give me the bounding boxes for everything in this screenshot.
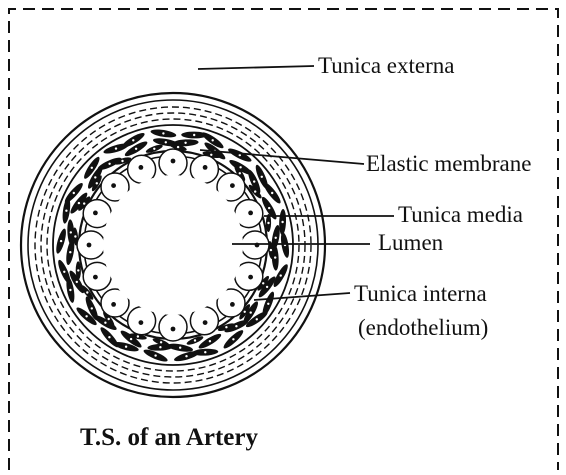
muscle-nucleus [108, 318, 110, 320]
muscle-nucleus [281, 221, 283, 223]
muscle-nucleus [204, 351, 206, 353]
endothelial-nucleus [230, 183, 235, 188]
muscle-nucleus [212, 139, 214, 141]
muscle-nucleus [76, 281, 78, 283]
endothelial-nucleus [171, 159, 176, 164]
endothelial-nucleus [230, 302, 235, 307]
muscle-nucleus [78, 202, 80, 204]
endothelium-cells [77, 149, 269, 341]
muscle-nucleus [261, 176, 263, 178]
muscle-nucleus [69, 289, 71, 291]
muscle-nucleus [239, 166, 241, 168]
muscle-nucleus [232, 338, 234, 340]
muscle-nucleus [86, 291, 88, 293]
muscle-nucleus [239, 172, 241, 174]
muscle-nucleus [266, 286, 268, 288]
muscle-nucleus [162, 132, 164, 134]
muscle-nucleus [271, 192, 273, 194]
endothelial-nucleus [248, 211, 253, 216]
muscle-nucleus [69, 251, 71, 253]
muscle-nucleus [115, 147, 117, 149]
muscle-nucleus [60, 240, 62, 242]
muscle-nucleus [270, 249, 272, 251]
muscle-nucleus [256, 318, 258, 320]
muscle-nucleus [165, 141, 167, 143]
endothelial-nucleus [87, 243, 92, 248]
muscle-nucleus [130, 338, 132, 340]
muscle-nucleus [154, 354, 156, 356]
label-elastic-membrane: Elastic membrane [366, 151, 531, 176]
muscle-nucleus [83, 202, 85, 204]
muscle-nucleus [253, 180, 255, 182]
endothelial-nucleus [139, 165, 144, 170]
muscle-nucleus [121, 160, 123, 162]
muscle-nucleus [63, 271, 65, 273]
muscle-nucleus [73, 192, 75, 194]
muscle-nucleus [104, 322, 106, 324]
endothelial-nucleus [171, 327, 176, 332]
endothelial-nucleus [139, 320, 144, 325]
endothelial-nucleus [203, 320, 208, 325]
muscle-nucleus [184, 142, 186, 144]
muscle-nucleus [250, 311, 252, 313]
muscle-nucleus [235, 325, 237, 327]
muscle-nucleus [74, 235, 76, 237]
muscle-nucleus [65, 210, 67, 212]
endothelial-nucleus [248, 275, 253, 280]
muscle-nucleus [135, 148, 137, 150]
muscle-nucleus [179, 347, 181, 349]
muscle-nucleus [209, 340, 211, 342]
muscle-nucleus [185, 355, 187, 357]
muscle-nucleus [132, 139, 134, 141]
muscle-nucleus [70, 231, 72, 233]
endothelial-nucleus [111, 183, 116, 188]
muscle-nucleus [125, 346, 127, 348]
leader-tunica-externa [198, 66, 314, 69]
muscle-nucleus [91, 307, 93, 309]
muscle-nucleus [244, 311, 246, 313]
label-tunica-interna: Tunica interna [354, 281, 487, 306]
muscle-nucleus [85, 315, 87, 317]
muscle-nucleus [96, 182, 98, 184]
muscle-nucleus [94, 176, 96, 178]
muscle-nucleus [160, 341, 162, 343]
muscle-nucleus [210, 154, 212, 156]
muscle-nucleus [91, 167, 93, 169]
muscle-nucleus [137, 335, 139, 337]
muscle-nucleus [262, 282, 264, 284]
muscle-nucleus [280, 274, 282, 276]
muscle-nucleus [267, 222, 269, 224]
muscle-nucleus [268, 207, 270, 209]
muscle-nucleus [254, 190, 256, 192]
muscle-nucleus [159, 346, 161, 348]
muscle-nucleus [225, 326, 227, 328]
label-tunica-externa: Tunica externa [318, 53, 454, 78]
muscle-nucleus [194, 339, 196, 341]
lumen-space [103, 175, 243, 315]
muscle-nucleus [108, 336, 110, 338]
endothelial-nucleus [203, 165, 208, 170]
muscle-nucleus [77, 269, 79, 271]
endothelial-nucleus [93, 275, 98, 280]
diagram-caption: T.S. of an Artery [80, 424, 258, 451]
endothelial-nucleus [93, 211, 98, 216]
endothelial-nucleus [111, 302, 116, 307]
muscle-nucleus [193, 134, 195, 136]
label-tunica-media: Tunica media [398, 202, 523, 227]
muscle-nucleus [177, 146, 179, 148]
muscle-nucleus [275, 237, 277, 239]
muscle-nucleus [274, 256, 276, 258]
label-endothelium: (endothelium) [358, 315, 488, 340]
muscle-nucleus [108, 163, 110, 165]
muscle-nucleus [267, 303, 269, 305]
muscle-nucleus [153, 148, 155, 150]
label-lumen: Lumen [378, 230, 444, 255]
